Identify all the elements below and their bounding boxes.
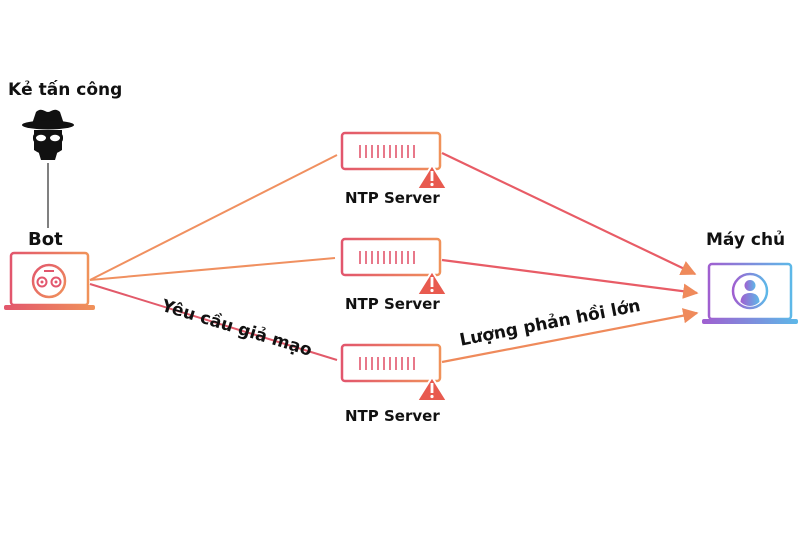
request-edge-1 — [89, 154, 338, 281]
ntp-server-3-icon — [340, 343, 448, 402]
response-edge-2 — [441, 258, 699, 299]
response-edge-3 — [441, 308, 699, 364]
attacker-label: Kẻ tấn công — [8, 80, 123, 100]
target-label: Máy chủ — [706, 230, 786, 250]
request-edges — [89, 154, 338, 361]
user-laptop-icon — [702, 262, 798, 324]
request-edge-2 — [89, 257, 336, 281]
ntp-server-2-icon — [340, 237, 448, 296]
bot-laptop-icon — [4, 251, 95, 310]
ntp-server-2-label: NTP Server — [345, 295, 440, 313]
hacker-icon — [22, 109, 74, 160]
bot-label: Bot — [28, 229, 63, 250]
ntp-server-3-label: NTP Server — [345, 407, 440, 425]
request-edge-3 — [89, 283, 338, 361]
ntp-server-1-icon — [340, 131, 448, 190]
response-edges — [441, 152, 699, 364]
response-edge-1 — [441, 152, 697, 275]
ntp-server-1-label: NTP Server — [345, 189, 440, 207]
